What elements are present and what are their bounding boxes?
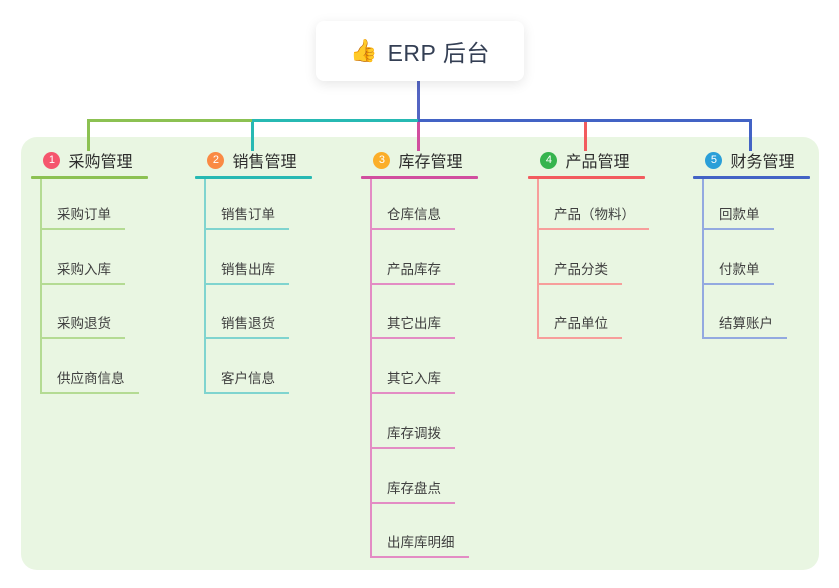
- child-node[interactable]: 库存调拨: [370, 425, 455, 449]
- branch-underline: [527, 176, 645, 179]
- connector-horizontal-line: [252, 119, 418, 122]
- branch-node[interactable]: 4 产品管理: [515, 149, 655, 171]
- branch-node-label: 采购管理: [68, 154, 133, 171]
- child-node[interactable]: 产品库存: [370, 261, 455, 285]
- child-node[interactable]: 产品分类: [537, 261, 622, 285]
- branch-number-badge: 4: [540, 151, 558, 169]
- branch-child-spine-line: [537, 178, 539, 340]
- child-node[interactable]: 销售出库: [204, 261, 289, 285]
- branch-node[interactable]: 2 销售管理: [182, 149, 322, 171]
- root-node[interactable]: 👍 ERP 后台: [316, 21, 524, 81]
- child-node[interactable]: 产品（物料）: [537, 206, 649, 230]
- branch-connector-drop-line: [250, 122, 254, 151]
- branch-underline: [30, 176, 148, 179]
- child-node[interactable]: 产品单位: [537, 315, 622, 340]
- branch-number-badge: 2: [207, 151, 225, 169]
- branch-node-label: 产品管理: [565, 154, 630, 171]
- branch-node[interactable]: 5 财务管理: [680, 149, 820, 171]
- branch-underline: [194, 176, 312, 179]
- branch-child-spine-line: [40, 178, 42, 395]
- child-node[interactable]: 仓库信息: [370, 206, 455, 230]
- branch-connector-drop-line: [748, 122, 752, 151]
- thumbs-up-icon: 👍: [350, 38, 378, 63]
- branch-child-spine-line: [204, 178, 206, 395]
- branch-node-label: 销售管理: [232, 154, 297, 171]
- root-connector-line: [417, 81, 420, 122]
- child-node[interactable]: 库存盘点: [370, 480, 455, 504]
- child-node[interactable]: 回款单: [702, 206, 774, 230]
- branch-number-badge: 3: [373, 151, 391, 169]
- branch-child-spine-line: [370, 178, 372, 559]
- connector-horizontal-line: [418, 119, 752, 122]
- branch-number-badge: 5: [705, 151, 723, 169]
- branch-node-label: 财务管理: [730, 154, 795, 171]
- child-node[interactable]: 采购订单: [40, 206, 125, 230]
- branch-child-spine-line: [702, 178, 704, 340]
- child-node[interactable]: 出库库明细: [370, 534, 469, 559]
- branch-connector-drop-line: [86, 122, 90, 151]
- child-node[interactable]: 采购退货: [40, 315, 125, 340]
- branch-node[interactable]: 1 采购管理: [18, 149, 158, 171]
- branch-underline: [692, 176, 810, 179]
- branch-node-label: 库存管理: [398, 154, 463, 171]
- branch-node[interactable]: 3 库存管理: [348, 149, 488, 171]
- root-node-label: ERP 后台: [387, 40, 490, 66]
- child-node[interactable]: 付款单: [702, 261, 774, 285]
- child-node[interactable]: 采购入库: [40, 261, 125, 285]
- child-node[interactable]: 销售退货: [204, 315, 289, 340]
- child-node[interactable]: 销售订单: [204, 206, 289, 230]
- branches-panel: [21, 137, 819, 570]
- child-node[interactable]: 供应商信息: [40, 370, 139, 395]
- branch-connector-drop-line: [583, 122, 587, 151]
- child-node[interactable]: 其它出库: [370, 315, 455, 340]
- child-node[interactable]: 结算账户: [702, 315, 787, 340]
- branch-connector-drop-line: [416, 122, 420, 151]
- branch-underline: [360, 176, 478, 179]
- child-node[interactable]: 其它入库: [370, 370, 455, 395]
- child-node[interactable]: 客户信息: [204, 370, 289, 395]
- branch-number-badge: 1: [43, 151, 61, 169]
- connector-horizontal-line: [87, 119, 252, 122]
